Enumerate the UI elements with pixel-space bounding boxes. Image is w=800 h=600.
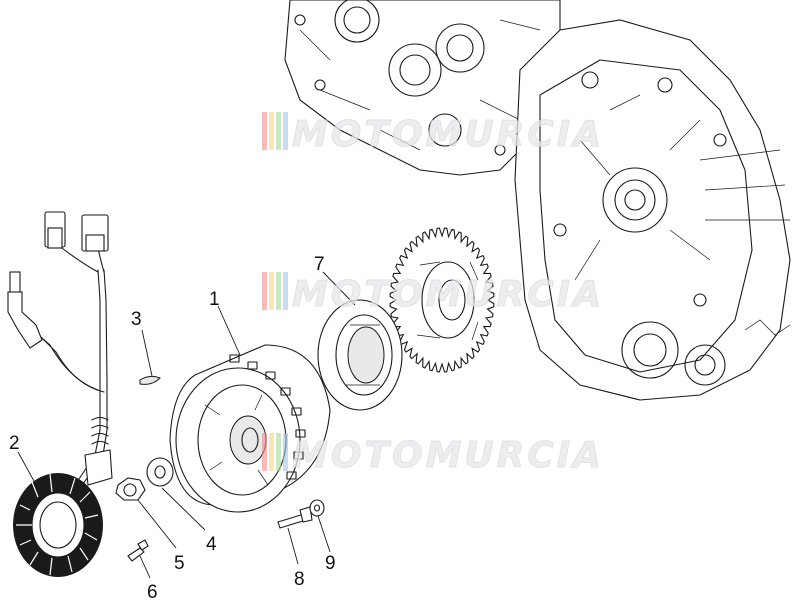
watermark-stripes-icon (262, 272, 288, 310)
callout-5: 5 (174, 553, 185, 574)
callout-7: 7 (314, 254, 325, 275)
part-7-freewheel (317, 299, 403, 411)
part-4-washer (146, 457, 174, 487)
crankcase-housing (284, 0, 791, 401)
part-7-starter-gear (389, 227, 495, 373)
callout-6: 6 (147, 582, 158, 600)
callout-9: 9 (325, 553, 336, 574)
callout-8: 8 (294, 569, 305, 590)
part-6-screw (127, 539, 149, 562)
callout-labels: 1 2 3 4 5 6 7 8 9 (9, 254, 336, 600)
watermark-middle: MOTOMURCIA (262, 272, 604, 315)
callout-1: 1 (209, 289, 220, 310)
part-8-screw (277, 506, 313, 529)
part-3-key (139, 375, 161, 385)
watermark-text: MOTOMURCIA (292, 435, 604, 476)
watermark-top: MOTOMURCIA (262, 112, 604, 155)
callout-2: 2 (9, 433, 20, 454)
leader-lines (17, 271, 356, 579)
callout-4: 4 (206, 534, 217, 555)
part-2-stator (13, 473, 103, 577)
part-5-nut (115, 477, 146, 501)
part-1-flywheel-rotor (169, 344, 331, 513)
watermark-bottom: MOTOMURCIA (262, 433, 604, 476)
callout-3: 3 (131, 309, 142, 330)
part-9-washer (309, 499, 325, 517)
watermark-stripes-icon (262, 433, 288, 471)
wiring-harness (7, 211, 113, 486)
watermark-text: MOTOMURCIA (292, 274, 604, 315)
watermark-text: MOTOMURCIA (292, 114, 604, 155)
watermark-stripes-icon (262, 112, 288, 150)
